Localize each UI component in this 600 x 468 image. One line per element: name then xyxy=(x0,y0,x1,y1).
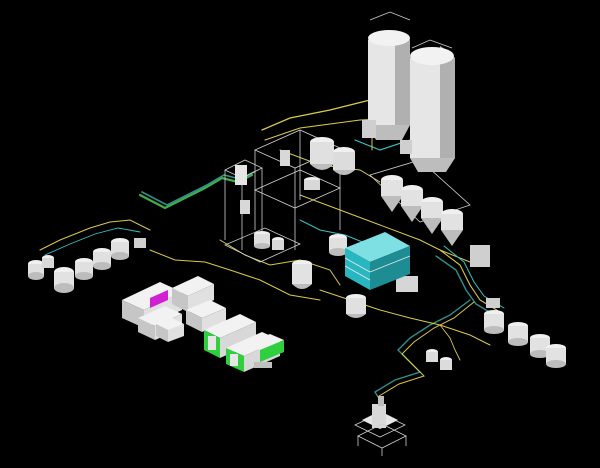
cip-box xyxy=(486,298,500,308)
cip-tank-2 xyxy=(508,322,528,346)
mixing-vessel-a xyxy=(254,231,270,249)
ferment-tank-2 xyxy=(401,185,423,222)
cabinet-base xyxy=(254,362,272,368)
cabinet-pipes xyxy=(149,249,321,301)
left-pipes-cyan xyxy=(44,227,141,256)
cip-tank-1 xyxy=(484,310,504,334)
yellow-pipe-down xyxy=(378,301,475,397)
cip-tanks xyxy=(484,298,566,368)
storage-silos xyxy=(362,30,455,172)
cabinet-door-1 xyxy=(208,336,216,350)
hx-rib-1 xyxy=(344,257,371,273)
silo-hopper-2 xyxy=(400,140,412,154)
process-vessels xyxy=(235,137,490,318)
separators xyxy=(426,349,452,370)
ferment-tank-1 xyxy=(381,175,403,212)
left-box xyxy=(134,238,146,248)
cip-tank-4 xyxy=(546,344,566,368)
teal-pipe-e xyxy=(435,255,497,317)
left-tank-5 xyxy=(93,248,111,270)
vessel-mid-1 xyxy=(304,177,320,190)
mixing-vessel-b xyxy=(272,237,284,250)
cabinet-grey-4 xyxy=(156,318,184,342)
vessel-large-1 xyxy=(310,137,334,170)
silo-left xyxy=(368,30,410,140)
vessel-mid-2 xyxy=(292,260,312,289)
mixer-platform xyxy=(224,227,301,263)
vessel-small-1 xyxy=(235,150,290,214)
ferment-tank-4 xyxy=(441,209,463,246)
silo-rail-2 xyxy=(411,39,453,49)
left-tank-6 xyxy=(111,238,129,260)
left-pipes xyxy=(39,219,151,251)
heat-exchanger-module xyxy=(344,232,411,290)
vessel-mid-3 xyxy=(329,234,347,256)
cabinet-grey-2 xyxy=(172,276,214,312)
silo-right xyxy=(410,46,455,172)
cabinet-green-3 xyxy=(246,334,284,362)
left-tank-4 xyxy=(75,258,93,280)
hx-rib-2 xyxy=(344,265,371,281)
mid-network-4 xyxy=(439,324,461,361)
pipe-network xyxy=(39,59,505,401)
cip-tank-3 xyxy=(530,334,550,358)
fermentation-tanks xyxy=(381,175,463,246)
control-cabinets xyxy=(122,276,284,372)
cabinet-grey-3 xyxy=(186,300,226,332)
box-unit-1 xyxy=(396,276,418,292)
vessel-lower xyxy=(346,294,366,318)
ferment-tank-3 xyxy=(421,197,443,234)
filling-station xyxy=(357,396,407,456)
box-unit-2 xyxy=(470,245,490,267)
yellow-pipe-d xyxy=(299,194,471,263)
mixing-tanks xyxy=(28,238,146,293)
left-tank-1 xyxy=(28,260,44,280)
cabinet-door-2 xyxy=(230,354,238,366)
left-tank-3 xyxy=(54,267,74,293)
silo-rail-1 xyxy=(369,11,411,21)
left-tank-2 xyxy=(42,255,54,268)
hx-rib-3 xyxy=(369,255,411,273)
vessel-large-2 xyxy=(333,147,355,175)
silo-hopper-1 xyxy=(362,120,376,138)
